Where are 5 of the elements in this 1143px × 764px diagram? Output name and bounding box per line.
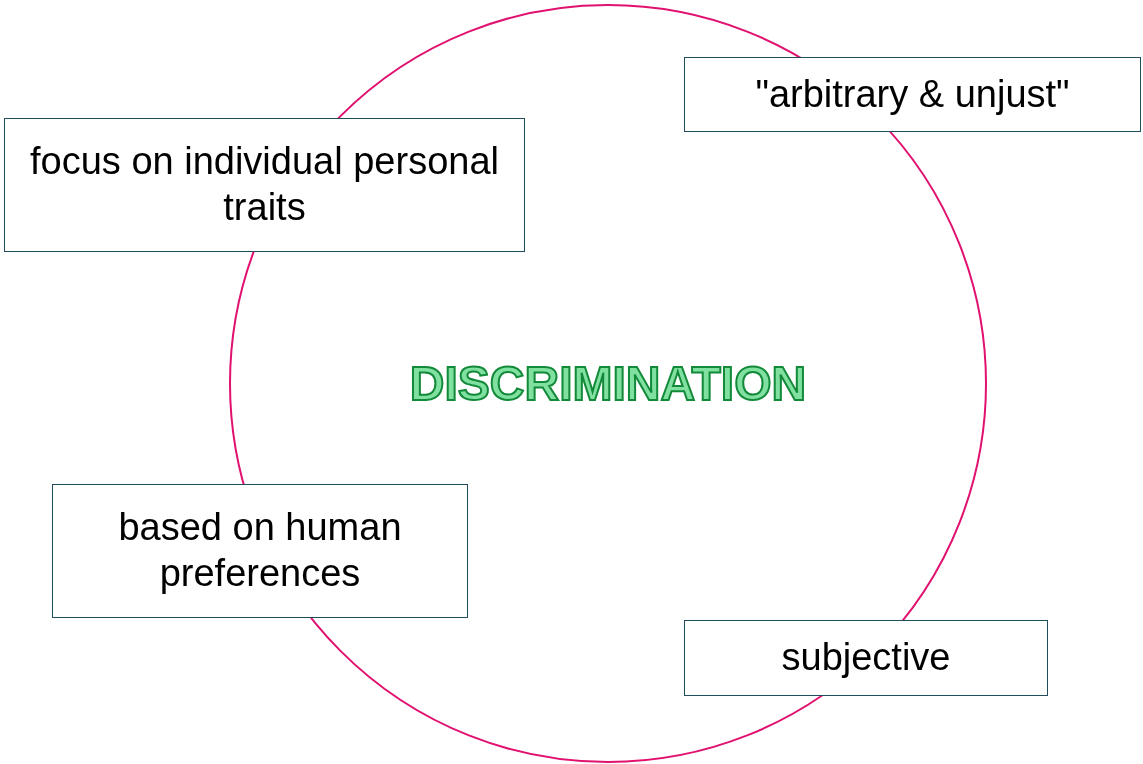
trait-box: "arbitrary & unjust" [684, 57, 1141, 132]
trait-box: focus on individual personal traits [4, 118, 525, 252]
trait-box: subjective [684, 620, 1048, 696]
trait-box: based on human preferences [52, 484, 468, 618]
concept-title: DISCRIMINATION [409, 356, 807, 411]
